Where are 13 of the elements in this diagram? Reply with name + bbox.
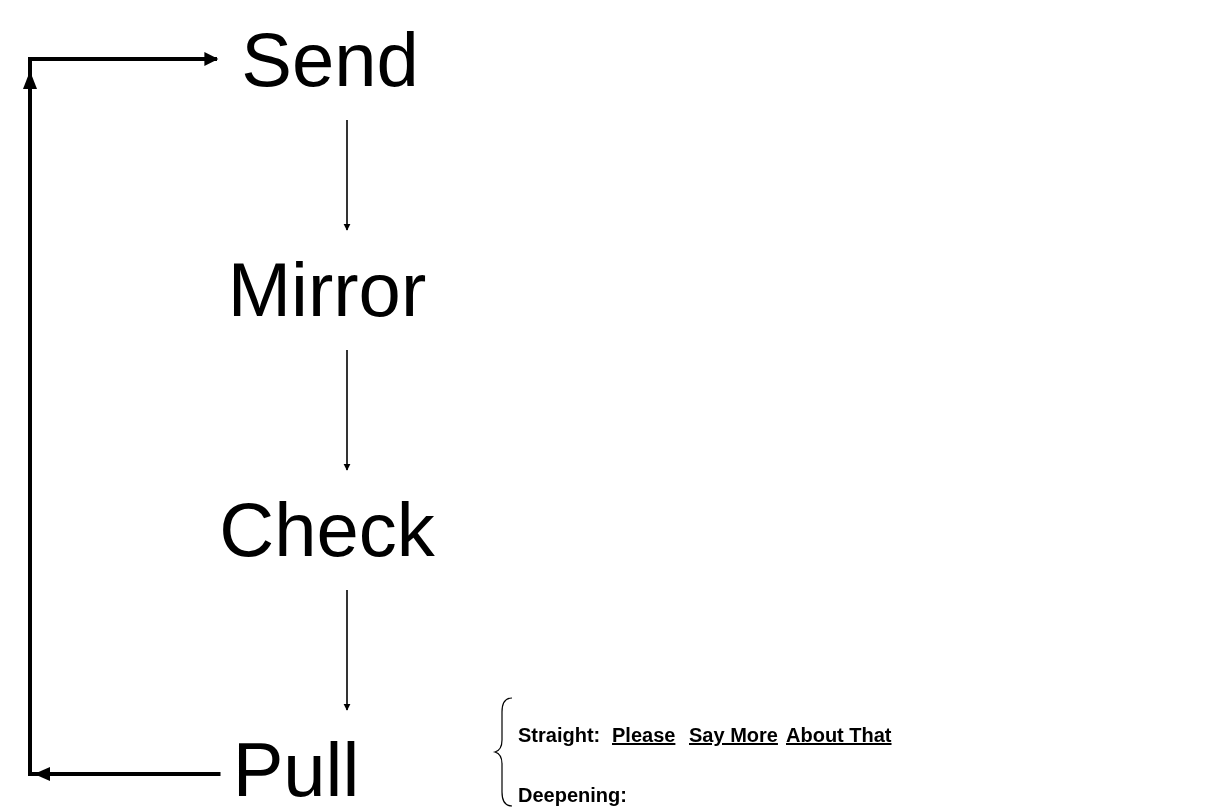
- arrow: [343, 119, 351, 231]
- step-label: Check: [215, 484, 439, 576]
- step-label: Send: [237, 14, 423, 106]
- arrow: [343, 349, 351, 471]
- note-text: Straight:: [518, 724, 601, 747]
- underlined-phrase: About That: [786, 724, 892, 747]
- arrow: [343, 589, 351, 711]
- underlined-phrase: Please: [612, 724, 676, 747]
- note-text: Deepening:: [518, 784, 627, 807]
- underlined-phrase: Say More: [689, 724, 778, 747]
- step-label: Mirror: [223, 244, 431, 336]
- return-arrow: [23, 52, 221, 781]
- step-label: Pull: [228, 724, 364, 812]
